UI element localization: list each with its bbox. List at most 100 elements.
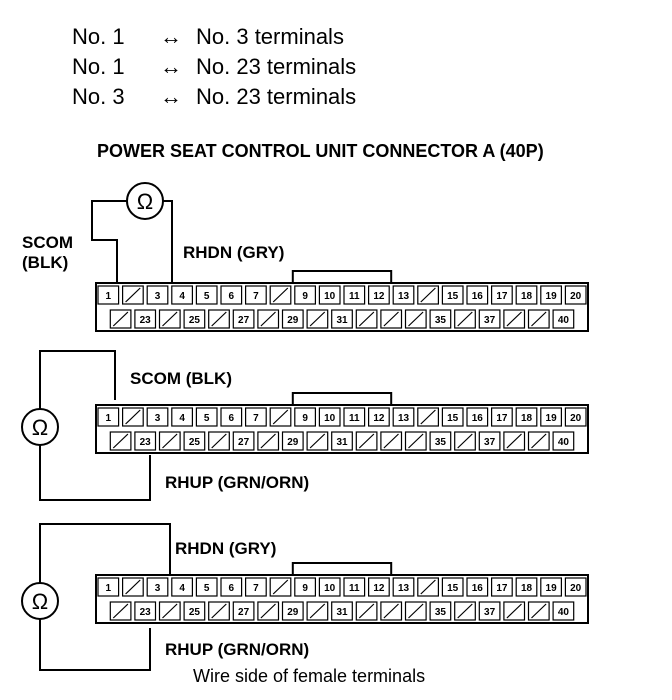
- terminal-cavity: [269, 285, 292, 305]
- terminal-number: 3: [155, 583, 161, 594]
- terminal-number: 11: [349, 291, 360, 302]
- empty-cavity-mark: [457, 603, 473, 619]
- terminal-cavity: [220, 407, 243, 427]
- terminal-cavity: [232, 309, 255, 329]
- terminal-cavity: [392, 407, 415, 427]
- terminal-cavity: [109, 601, 132, 621]
- terminal-cavity: [146, 407, 169, 427]
- empty-cavity-mark: [112, 433, 129, 449]
- terminal-cavity: [552, 309, 575, 329]
- terminal-number: 18: [521, 583, 533, 594]
- terminal-number: 40: [558, 437, 570, 448]
- terminal-cavity: [503, 601, 526, 621]
- terminal-cavity: [441, 285, 464, 305]
- terminal-cavity: [466, 407, 489, 427]
- terminal-cavity: [257, 309, 280, 329]
- terminal-cavity: [294, 407, 316, 427]
- terminal-cavity: [109, 309, 132, 329]
- terminal-cavity: [404, 431, 427, 451]
- empty-cavity-mark: [506, 433, 522, 449]
- terminal-cavity: [478, 309, 501, 329]
- terminal-cavity: [478, 601, 501, 621]
- empty-cavity-mark: [162, 433, 178, 449]
- terminal-number: 5: [204, 291, 210, 302]
- empty-cavity-mark: [408, 433, 424, 449]
- terminal-cavity: [552, 601, 575, 621]
- terminal-number: 27: [238, 437, 250, 448]
- empty-cavity-mark: [260, 311, 276, 327]
- terminal-number: 4: [179, 583, 185, 594]
- terminal-cavity: [232, 601, 255, 621]
- check-1-from: No. 1: [72, 24, 125, 49]
- terminal-number: 19: [546, 413, 558, 424]
- terminal-number: 12: [373, 413, 385, 424]
- probe-lead-2b: [39, 445, 151, 501]
- terminal-number: 37: [484, 315, 496, 326]
- empty-cavity-mark: [358, 433, 375, 449]
- terminal-number: 10: [324, 291, 336, 302]
- terminal-number: 25: [189, 315, 201, 326]
- empty-cavity-mark: [112, 311, 129, 327]
- terminal-cavity: [245, 577, 267, 597]
- terminal-cavity: [306, 431, 329, 451]
- terminal-number: 4: [179, 413, 185, 424]
- terminal-number: 5: [204, 583, 210, 594]
- probe-lead-3a: [39, 523, 171, 583]
- terminal-cavity: [368, 285, 390, 305]
- terminal-number: 13: [398, 291, 410, 302]
- terminal-cavity: [294, 577, 316, 597]
- empty-cavity-mark: [272, 287, 289, 303]
- terminal-cavity: [134, 309, 157, 329]
- terminal-cavity: [429, 309, 452, 329]
- terminal-cavity: [257, 601, 280, 621]
- terminal-cavity: [306, 309, 329, 329]
- terminal-number: 35: [435, 437, 447, 448]
- terminal-cavity: [343, 407, 366, 427]
- terminal-cavity: [564, 577, 587, 597]
- terminal-number: 6: [229, 413, 235, 424]
- terminal-cavity: [146, 285, 169, 305]
- terminal-cavity: [331, 309, 353, 329]
- label-scom-1: SCOM: [22, 233, 73, 252]
- terminal-cavity: [97, 407, 120, 427]
- terminal-number: 11: [349, 413, 360, 424]
- empty-cavity-mark: [162, 603, 178, 619]
- terminal-cavity: [368, 407, 390, 427]
- terminal-cavity: [183, 309, 206, 329]
- terminal-number: 7: [253, 583, 259, 594]
- diagram-3-wiring: Ω RHDN (GRY) RHUP (GRN/ORN) Wire side of…: [21, 523, 425, 686]
- terminal-number: 31: [336, 315, 348, 326]
- empty-cavity-mark: [420, 579, 436, 595]
- terminal-cavity: [208, 431, 230, 451]
- terminal-number: 17: [496, 413, 508, 424]
- terminal-number: 13: [398, 583, 410, 594]
- terminal-cavity: [392, 577, 415, 597]
- terminal-number: 31: [336, 607, 348, 618]
- terminal-number: 4: [179, 291, 185, 302]
- terminal-cavity: [343, 577, 366, 597]
- terminal-cavity: [195, 285, 218, 305]
- empty-cavity-mark: [383, 603, 399, 619]
- empty-cavity-mark: [408, 311, 424, 327]
- terminal-cavity: [491, 285, 513, 305]
- terminal-cavity: [245, 285, 267, 305]
- terminal-number: 19: [546, 291, 558, 302]
- terminal-cavity: [158, 601, 181, 621]
- empty-cavity-mark: [506, 603, 522, 619]
- terminal-number: 6: [229, 583, 235, 594]
- terminal-number: 13: [398, 413, 410, 424]
- terminal-number: 7: [253, 291, 259, 302]
- terminal-number: 40: [558, 607, 570, 618]
- empty-cavity-mark: [211, 433, 227, 449]
- connector-body: [95, 282, 589, 332]
- terminal-number: 35: [435, 607, 447, 618]
- terminal-number: 9: [302, 413, 308, 424]
- terminal-number: 37: [484, 437, 496, 448]
- terminal-number: 35: [435, 315, 447, 326]
- terminal-cavity: [121, 577, 144, 597]
- terminal-cavity: [417, 285, 439, 305]
- empty-cavity-mark: [383, 433, 399, 449]
- probe-lead-1a: [91, 200, 127, 283]
- terminal-cavity: [429, 431, 452, 451]
- terminal-cavity: [171, 285, 194, 305]
